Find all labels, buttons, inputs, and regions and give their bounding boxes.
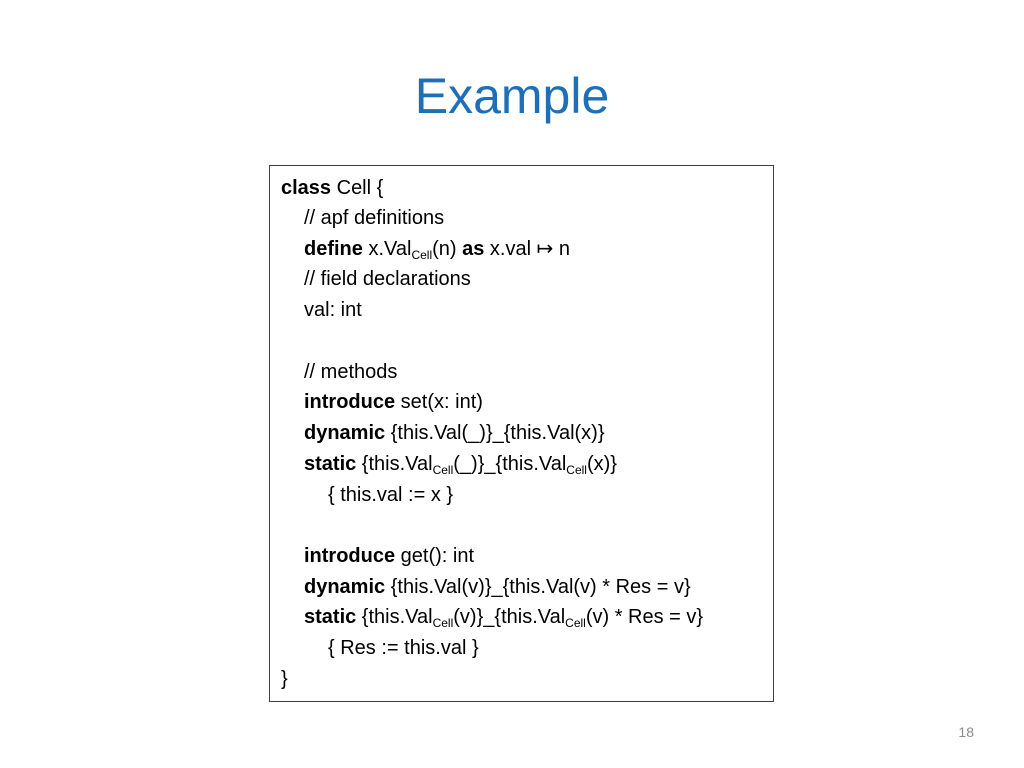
keyword: class [281,177,332,199]
keyword: static [304,453,357,475]
code-text: {this.Val [356,606,433,628]
code-line: { this.val := x } [328,484,454,506]
code-text: (v) * Res = v} [585,606,704,628]
keyword: static [304,606,357,628]
keyword: dynamic [304,422,386,444]
code-text: {this.Val(v)}_{this.Val(v) * Res = v} [385,576,691,598]
subscript: Cell [432,616,454,630]
code-text: {this.Val [356,453,433,475]
code-line: dynamic {this.Val(_)}_{this.Val(x)} [304,418,605,448]
code-text: (n) [432,238,463,260]
keyword: dynamic [304,576,386,598]
code-comment: // field declarations [304,268,471,290]
subscript: Cell [432,463,454,477]
code-line: introduce get(): int [304,541,474,571]
page-number: 18 [958,724,974,740]
code-line: static {this.ValCell(_)}_{this.ValCell(x… [304,449,617,479]
keyword: define [304,238,363,260]
slide-title: Example [414,68,610,124]
code-text: {this.Val(_)}_{this.Val(x)} [385,422,605,444]
code-text: x.Val [362,238,412,260]
keyword: introduce [304,391,396,413]
code-line: val: int [304,299,362,321]
code-text: (v)}_{this.Val [453,606,566,628]
code-line: static {this.ValCell(v)}_{this.ValCell(v… [304,602,703,632]
subscript: Cell [566,463,587,477]
keyword: introduce [304,545,396,567]
code-text: get(): int [395,545,475,567]
code-line: { Res := this.val } [328,637,479,659]
code-line: dynamic {this.Val(v)}_{this.Val(v) * Res… [304,572,691,602]
code-line: introduce set(x: int) [304,387,483,417]
code-comment: // methods [304,361,398,383]
code-text: (x)} [586,453,617,475]
code-block: class Cell { // apf definitions define x… [269,165,774,702]
code-comment: // apf definitions [304,207,445,229]
code-text: (_)}_{this.Val [453,453,567,475]
keyword: as [462,238,485,260]
code-text: x.val ↦ n [484,238,571,260]
subscript: Cell [411,248,433,262]
code-line: class Cell { [281,173,383,203]
code-line: define x.ValCell(n) as x.val ↦ n [304,234,570,264]
code-text: Cell { [331,177,384,199]
code-text: set(x: int) [395,391,483,413]
code-line: } [281,668,288,690]
subscript: Cell [565,616,586,630]
